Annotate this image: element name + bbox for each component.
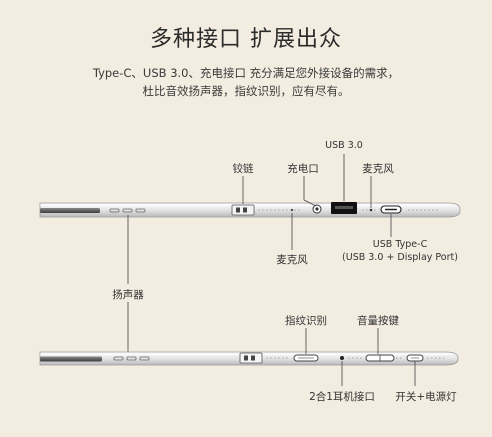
- keyboard-edge-bar: [40, 208, 100, 213]
- microphone-bottom-label: 麦克风: [276, 254, 308, 266]
- power-led-label: 开关+电源灯: [395, 391, 457, 403]
- audio-jack-icon: [340, 356, 344, 360]
- tablet-side-view-bottom: [39, 351, 459, 366]
- charge-port-label: 充电口: [287, 163, 319, 175]
- hinge-label: 铰链: [232, 163, 254, 175]
- leader-lines-bottom: [305, 328, 416, 386]
- microphone-hole-icon: [290, 208, 294, 212]
- speaker-grille-icon: [113, 356, 150, 361]
- description-line-1: Type-C、USB 3.0、充电接口 充分满足您外接设备的需求，: [92, 66, 400, 80]
- feature-description: Type-C、USB 3.0、充电接口 充分满足您外接设备的需求， 杜比音效扬声…: [0, 64, 492, 100]
- leader-lines-top: [242, 154, 392, 250]
- tablet-side-view-top: [39, 202, 461, 218]
- usb-c-label: USB Type-C: [372, 239, 428, 250]
- usb3-label: USB 3.0: [325, 140, 363, 151]
- volume-keys-label: 音量按键: [357, 315, 399, 327]
- audio-jack-label: 2合1耳机接口: [309, 391, 375, 403]
- keyboard-edge-bar: [40, 356, 102, 362]
- speaker-label: 扬声器: [112, 289, 144, 301]
- speaker-grille-icon: [109, 208, 146, 213]
- page-title: 多种接口 扩展出众: [150, 27, 342, 52]
- usb-c-sublabel: (USB 3.0 + Display Port): [342, 252, 458, 263]
- description-line-2: 杜比音效扬声器，指纹识别，应有尽有。: [142, 84, 350, 98]
- fingerprint-label: 指纹识别: [285, 315, 327, 327]
- microphone-hole-icon: [369, 208, 373, 212]
- microphone-top-label: 麦克风: [362, 163, 394, 175]
